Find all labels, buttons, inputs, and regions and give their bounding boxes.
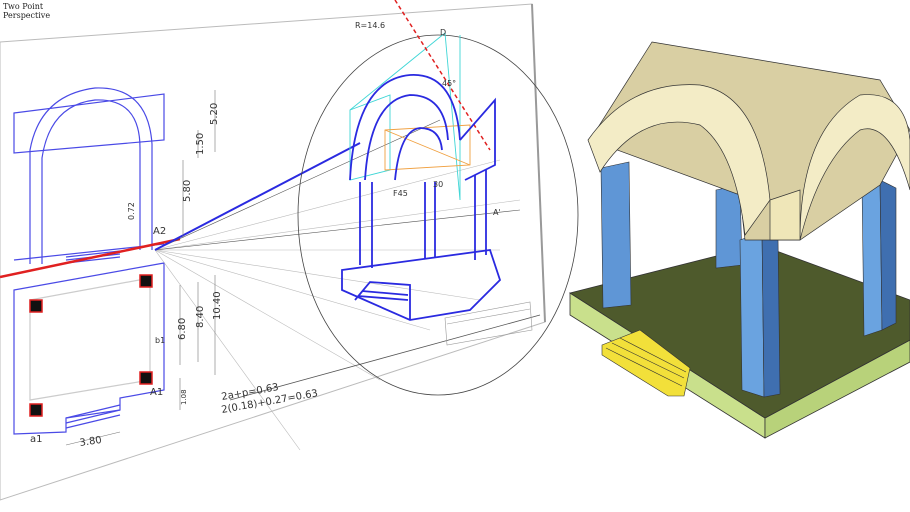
construction-circle (297, 34, 579, 396)
caption-line-1: Two Point (3, 2, 44, 11)
blue-ray (154, 142, 361, 251)
perspective-lines (154, 119, 521, 451)
dim-5-80: 5.80 (182, 180, 193, 202)
title-block (444, 301, 533, 346)
plan-columns (29, 274, 153, 417)
f45-label: F45 (393, 189, 408, 198)
dim-5-20: 5.20 (209, 103, 220, 125)
point-a1: A1 (150, 387, 163, 398)
dim-8-40: 8.40 (195, 306, 206, 328)
dim-10-40: 10.40 (212, 291, 223, 320)
angle-30: 30 (433, 180, 443, 189)
dim-3-80: 3.80 (79, 435, 103, 449)
dim-6-80: 6.80 (177, 318, 188, 340)
point-lower-a1: a1 (30, 434, 43, 445)
dimension-labels: 5.20 1.50 5.80 0.72 6.80 8.40 10.40 1.08… (30, 21, 501, 449)
roof (587, 41, 910, 241)
sheet-edge (531, 3, 546, 323)
a-prime-label: A' (493, 208, 501, 217)
point-a2: A2 (153, 226, 166, 237)
caption-line-2: Perspective (3, 11, 51, 20)
plan-view (13, 262, 165, 435)
caption: Two Point Perspective (3, 2, 50, 20)
dim-1-08: 1.08 (180, 389, 188, 405)
cyan-construction (349, 32, 461, 201)
columns (600, 161, 897, 398)
dimension-lines (65, 90, 216, 446)
ground-line (229, 314, 541, 401)
radius-label: R=14.6 (355, 21, 385, 30)
dim-1-50: 1.50 (195, 133, 206, 155)
point-d: D (440, 28, 446, 37)
perspective-pavilion (341, 74, 502, 321)
orange-construction (384, 124, 471, 171)
horizon-line (0, 237, 181, 279)
steps (601, 329, 691, 397)
dim-0-72: 0.72 (127, 202, 136, 220)
drawing-sheet (0, 3, 546, 501)
pavilion-3d-model (569, 41, 910, 439)
angle-45: 45° (442, 79, 456, 88)
point-b1: b1 (155, 336, 165, 345)
